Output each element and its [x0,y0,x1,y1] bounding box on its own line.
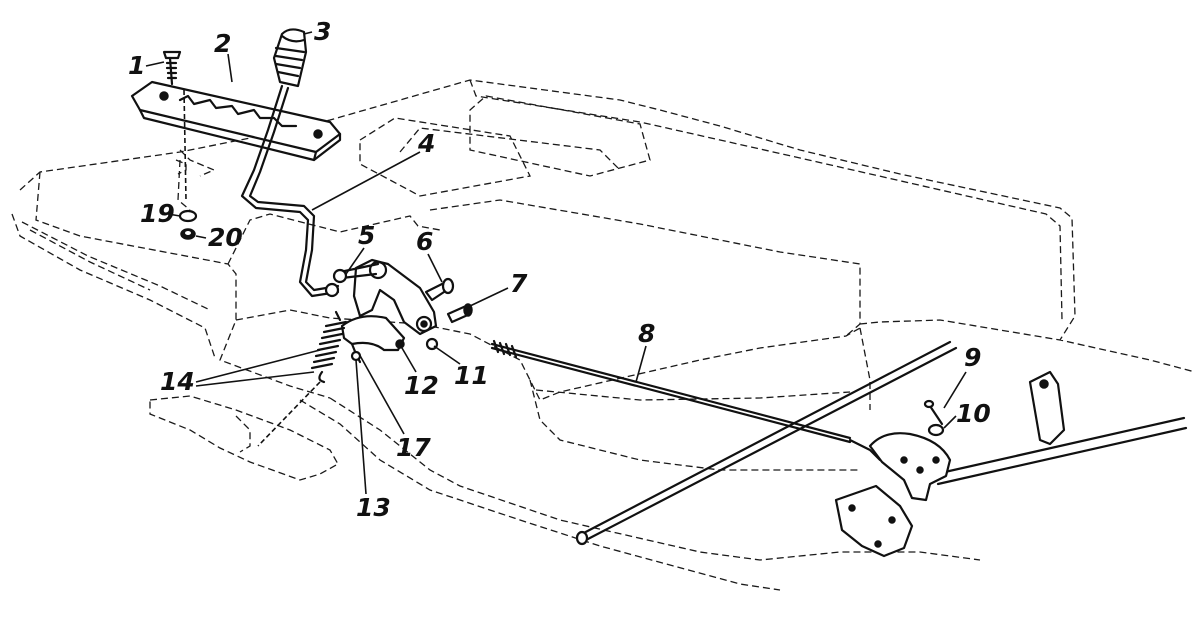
pin-and-washer [923,399,945,437]
callout-1: 1 [128,51,145,80]
callouts: 1 2 3 4 5 6 7 8 9 10 11 12 13 14 17 19 2… [128,17,991,522]
shift-plate [130,80,342,162]
callout-13: 13 [356,493,391,522]
callout-3: 3 [314,17,331,46]
shift-knob [272,28,308,88]
callout-5: 5 [358,221,375,250]
callout-20: 20 [208,223,243,252]
callout-17: 17 [396,433,431,462]
spring [257,310,348,447]
chassis-outline [11,79,1196,591]
callout-12: 12 [404,371,439,400]
callout-2: 2 [214,29,231,58]
axle-and-arm [834,370,1188,558]
screw-axis-line [183,89,187,201]
shift-lever [240,84,340,298]
callout-11: 11 [454,361,489,390]
callout-7: 7 [510,269,528,298]
screw [162,50,182,86]
control-rod [490,339,882,462]
callout-14: 14 [160,367,195,396]
callout-6: 6 [416,227,433,256]
bell-crank-assembly [332,258,473,352]
callout-4: 4 [417,129,435,158]
callout-10: 10 [956,399,991,428]
cross-shaft [575,340,958,546]
callout-8: 8 [638,319,655,348]
callout-9: 9 [964,343,981,372]
washer-and-nut [178,209,198,240]
